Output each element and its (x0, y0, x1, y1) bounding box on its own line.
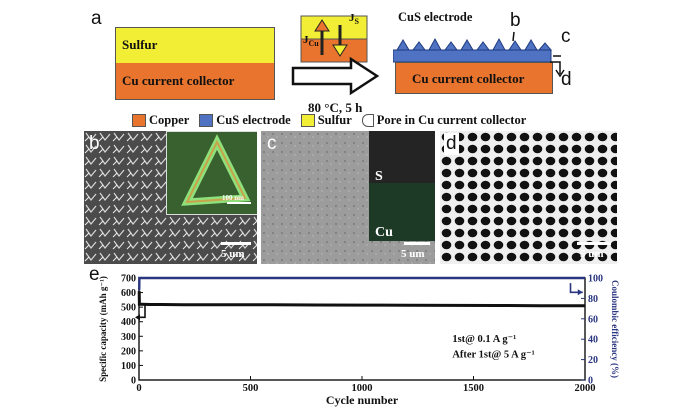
y-left-tick-label: 700 (121, 274, 136, 285)
map-s-label: S (375, 169, 383, 184)
condition-label: 80 °C, 5 h (308, 100, 363, 115)
y-left-tick-label: 100 (121, 361, 136, 372)
cu-collector-layer (115, 63, 275, 100)
js-label: JS (349, 12, 359, 27)
panel-a-label: a (91, 8, 102, 29)
x-tick-label: 2000 (575, 383, 596, 394)
scalebar-d-label: 5 um (580, 248, 604, 260)
sulfur-layer-label: Sulfur (122, 37, 158, 52)
sem-image-c: S Cu 5 um (261, 131, 435, 264)
legend-sulfur: Sulfur (300, 113, 352, 128)
panel-c-label: c (267, 133, 277, 154)
efficiency-axis-arrow (569, 283, 583, 294)
scalebar-b (221, 242, 251, 245)
x-tick-label: 1500 (463, 383, 484, 394)
cu-collector-layer-label: Cu current collector (122, 73, 235, 88)
y-right-axis-label: Coulombic efficiency (%) (610, 280, 620, 378)
y-left-tick-label: 0 (131, 376, 136, 387)
marker-d-arrow (550, 61, 565, 78)
sulfur-layer (115, 27, 275, 65)
scalebar-b-label: 5 um (221, 248, 245, 260)
cus-electrode-layer (393, 31, 561, 63)
diffusion-icon (300, 15, 368, 63)
panel-d-label: d (444, 133, 459, 155)
map-cu-label: Cu (375, 225, 393, 240)
y-right-tick-label: 80 (588, 294, 598, 305)
x-tick-label: 500 (243, 383, 259, 394)
y-right-tick-label: 0 (588, 376, 593, 387)
sem-image-d: 5 um (440, 131, 617, 264)
efficiency-axis-arrowhead (577, 289, 583, 296)
right-cu-collector (395, 62, 553, 94)
marker-c: c (561, 26, 571, 47)
y-left-tick-label: 600 (121, 288, 136, 299)
x-tick-label: 0 (136, 383, 141, 394)
series-line-left (137, 291, 585, 308)
y-right-tick-label: 100 (588, 274, 603, 285)
legend-cus: CuS electrode (199, 113, 291, 128)
capacity-axis-arrow (137, 304, 146, 319)
cus-electrode-label: CuS electrode (398, 10, 473, 24)
panel-b-label: b (89, 133, 100, 154)
y-left-tick-label: 400 (121, 317, 136, 328)
scalebar-c (404, 242, 430, 245)
scalebar-c-label: 5 um (401, 248, 425, 260)
marker-b: b (510, 10, 521, 31)
y-right-tick-label: 40 (588, 335, 598, 346)
y-left-tick-label: 300 (121, 332, 136, 343)
x-axis-label: Cycle number (326, 393, 399, 407)
y-right-tick-label: 20 (588, 355, 598, 366)
marker-d: d (561, 69, 572, 90)
y-left-tick-label: 200 (121, 346, 136, 357)
x-tick-label: 1000 (352, 383, 373, 394)
sem-image-b: 100 nm 5 um (84, 131, 257, 264)
legend-pore: Pore in Cu current collector (361, 113, 526, 128)
sem-inset-b: 100 nm (166, 131, 257, 215)
process-arrow (291, 56, 380, 96)
y-left-axis-label: Specific capacity (mAh g⁻¹) (98, 276, 108, 382)
capacity-axis-arrowhead (135, 314, 140, 321)
annotation-line1: 1st@ 0.1 A g⁻¹ (452, 334, 516, 345)
right-cu-collector-label: Cu current collector (412, 71, 525, 86)
inset-scalebar-label: 100 nm (222, 194, 244, 202)
plot-frame (138, 277, 586, 381)
scalebar-d (577, 242, 611, 245)
panel-e-label: e (89, 264, 100, 285)
series-line-right (138, 276, 585, 291)
legend-copper: Copper (132, 113, 189, 128)
legend: Copper CuS electrode Sulfur Pore in Cu c… (132, 113, 526, 128)
y-right-tick-label: 60 (588, 314, 598, 325)
annotation-line2: After 1st@ 5 A g⁻¹ (452, 349, 534, 360)
jcu-label: JCu (303, 34, 319, 49)
y-left-tick-label: 500 (121, 303, 136, 314)
